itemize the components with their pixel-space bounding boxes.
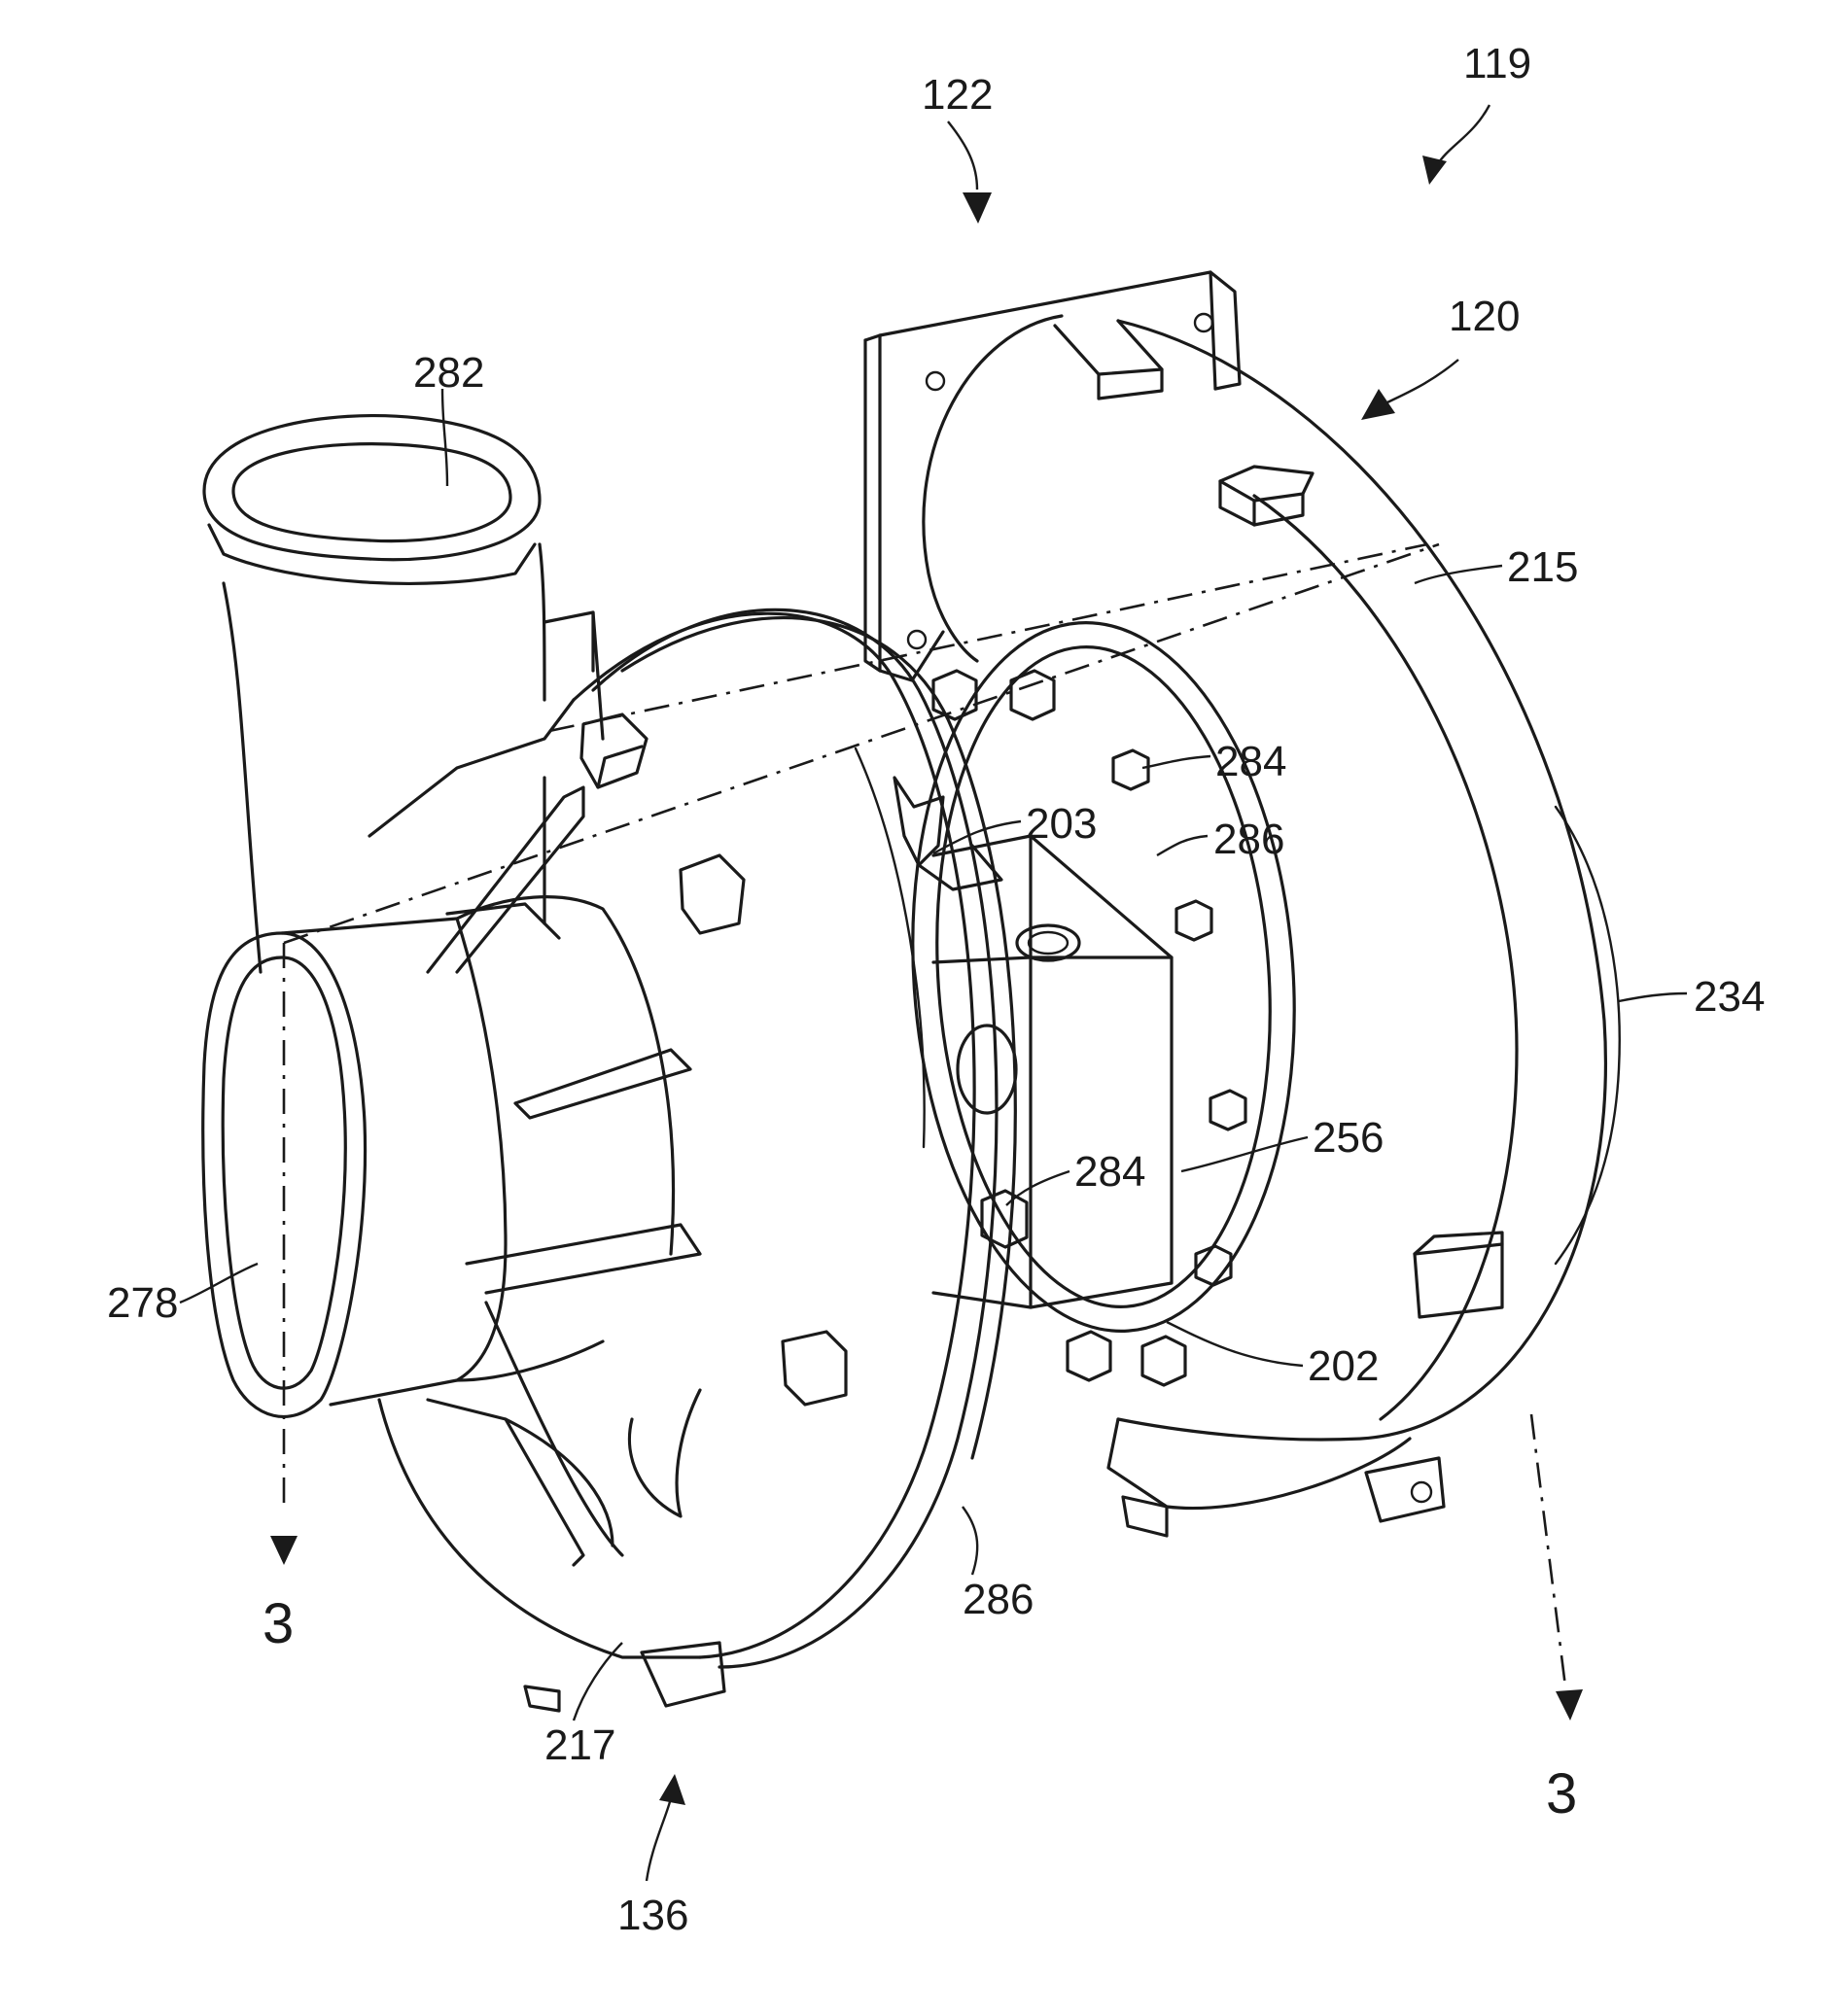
- ref-215: 215: [1507, 543, 1578, 591]
- ref-122: 122: [922, 71, 993, 119]
- ref-136: 136: [617, 1892, 688, 1939]
- ref-202: 202: [1308, 1342, 1379, 1390]
- ref-119: 119: [1463, 40, 1531, 87]
- bearing-housing: [890, 609, 1317, 1385]
- ref-278: 278: [107, 1279, 178, 1327]
- front-casing: [204, 416, 1167, 1711]
- section-mark-left: 3: [263, 1592, 294, 1655]
- ref-284-lower: 284: [1074, 1148, 1145, 1196]
- ref-284-upper: 284: [1215, 738, 1286, 785]
- ref-120: 120: [1449, 293, 1520, 340]
- ref-203: 203: [1026, 800, 1097, 848]
- ref-256: 256: [1313, 1114, 1384, 1162]
- ref-217: 217: [544, 1721, 615, 1769]
- ref-286-upper: 286: [1213, 816, 1284, 863]
- inlet-nozzle: [203, 897, 674, 1417]
- section-mark-right: 3: [1546, 1762, 1577, 1825]
- ref-286-lower: 286: [963, 1576, 1034, 1623]
- ref-282: 282: [413, 349, 484, 397]
- ref-234: 234: [1694, 973, 1765, 1021]
